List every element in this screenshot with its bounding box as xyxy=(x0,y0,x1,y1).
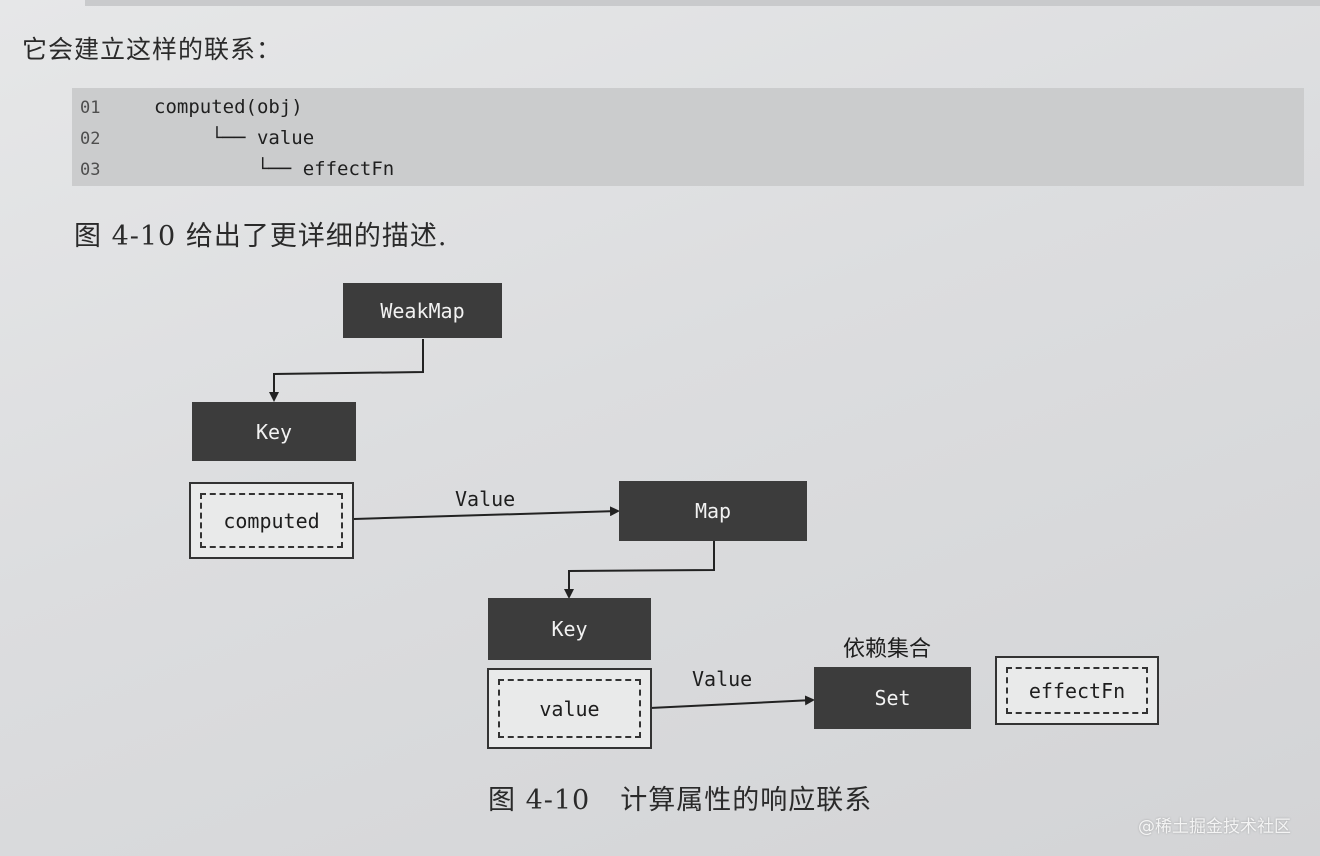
code-text: └── value xyxy=(154,127,315,149)
weakmap-to-key-arrow xyxy=(269,339,424,402)
figure-title: 计算属性的响应联系 xyxy=(620,785,873,816)
key-node-2: Key xyxy=(488,598,651,660)
value-edge-label-2: Value xyxy=(692,667,753,691)
value-node: value xyxy=(487,668,652,749)
code-block: 01 computed(obj) 02 └── value 03 └── effe… xyxy=(72,88,1304,186)
code-text: computed(obj) xyxy=(154,96,303,118)
value-to-set-arrow xyxy=(649,695,815,709)
code-text: └── effectFn xyxy=(154,158,395,180)
effectfn-label: effectFn xyxy=(1006,667,1148,714)
computed-node: computed xyxy=(189,482,354,559)
weakmap-node: WeakMap xyxy=(343,283,502,338)
code-line: 03 └── effectFn xyxy=(72,154,394,184)
figure-caption: 图 4-10 计算属性的响应联系 xyxy=(488,778,872,817)
computed-label: computed xyxy=(200,493,343,548)
line-number: 02 xyxy=(80,129,101,149)
paragraph-text: 图 4-10 给出了更详细的描述. xyxy=(74,221,448,252)
watermark: @稀土掘金技术社区 xyxy=(1138,817,1291,837)
line-number: 01 xyxy=(80,98,101,118)
key-node: Key xyxy=(192,402,356,461)
dependency-set-label: 依赖集合 xyxy=(843,637,932,662)
intro-text: 它会建立这样的联系： xyxy=(22,35,283,64)
figure-number: 图 4-10 xyxy=(488,785,591,816)
set-node: Set xyxy=(814,667,971,729)
code-line: 02 └── value xyxy=(72,123,314,153)
effectfn-node: effectFn xyxy=(995,656,1159,725)
map-to-key-arrow xyxy=(564,541,715,599)
map-node: Map xyxy=(619,481,807,541)
line-number: 03 xyxy=(80,160,101,180)
value-label: value xyxy=(498,679,641,738)
computed-to-map-arrow xyxy=(353,506,620,520)
value-edge-label: Value xyxy=(455,487,516,511)
code-line: 01 computed(obj) xyxy=(72,92,303,122)
top-code-block-edge xyxy=(85,0,1320,6)
